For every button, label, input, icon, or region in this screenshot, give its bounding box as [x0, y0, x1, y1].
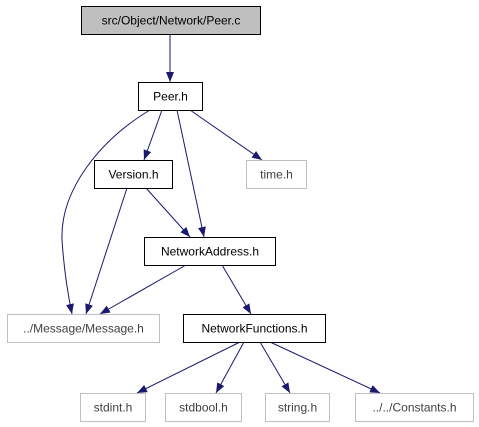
edge-networkfunctions-h-to-stdbool-h [215, 341, 245, 394]
node-label: src/Object/Network/Peer.c [102, 14, 241, 28]
node-networkfunctions-h[interactable]: NetworkFunctions.h [183, 314, 326, 343]
node-constants-h: ../../Constants.h [355, 393, 474, 422]
node-box [144, 237, 276, 266]
node-networkaddress-h[interactable]: NetworkAddress.h [144, 237, 276, 266]
node-message-h: ../Message/Message.h [7, 314, 160, 343]
edge-arrow [136, 341, 241, 394]
nodes-layer: src/Object/Network/Peer.cPeer.hVersion.h… [7, 6, 474, 422]
edge-arrow [221, 264, 252, 315]
node-box [265, 393, 330, 422]
edge-arrow [145, 187, 191, 238]
node-stdbool-h: stdbool.h [165, 393, 242, 422]
node-peer-h[interactable]: Peer.h [138, 82, 203, 111]
edge-arrow [143, 109, 163, 161]
edge-arrow [61, 109, 151, 315]
node-box [80, 393, 146, 422]
edge-arrow [259, 341, 291, 394]
node-string-h: string.h [265, 393, 330, 422]
node-stdint-h: stdint.h [80, 393, 146, 422]
edge-networkfunctions-h-to-string-h [259, 341, 291, 394]
edge-peer-h-to-version-h [143, 109, 163, 161]
edge-arrow [176, 109, 206, 238]
edge-networkfunctions-h-to-constants-h [269, 341, 381, 394]
node-box [81, 6, 261, 35]
node-label: ../Message/Message.h [23, 322, 144, 336]
node-box [165, 393, 242, 422]
edge-arrow [85, 187, 128, 315]
node-label: Peer.h [153, 90, 188, 104]
node-label: NetworkAddress.h [161, 245, 259, 259]
edge-version-h-to-networkaddress-h [145, 187, 191, 238]
edge-arrow [215, 341, 245, 394]
node-label: NetworkFunctions.h [201, 322, 307, 336]
node-box [138, 82, 203, 111]
node-box [94, 160, 173, 189]
node-label: ../../Constants.h [372, 401, 456, 415]
node-label: time.h [260, 168, 293, 182]
node-label: string.h [278, 401, 317, 415]
edge-arrow [189, 109, 263, 161]
edge-networkfunctions-h-to-stdint-h [136, 341, 241, 394]
edge-peer-h-to-networkaddress-h [176, 109, 206, 238]
node-box [246, 160, 307, 189]
node-label: stdbool.h [179, 401, 228, 415]
edge-version-h-to-message-h [85, 187, 128, 315]
node-version-h[interactable]: Version.h [94, 160, 173, 189]
node-box [7, 314, 160, 343]
node-box [183, 314, 326, 343]
node-box [355, 393, 474, 422]
edge-peer-h-to-message-h [61, 109, 151, 315]
node-time-h: time.h [246, 160, 307, 189]
node-peer-c: src/Object/Network/Peer.c [81, 6, 261, 35]
node-label: Version.h [108, 168, 158, 182]
edge-networkaddress-h-to-message-h [99, 264, 187, 315]
edge-peer-h-to-time-h [189, 109, 263, 161]
edge-arrow [269, 341, 381, 394]
edges-layer [61, 34, 381, 394]
node-label: stdint.h [94, 401, 133, 415]
edge-arrow [99, 264, 187, 315]
edge-networkaddress-h-to-networkfunctions-h [221, 264, 252, 315]
